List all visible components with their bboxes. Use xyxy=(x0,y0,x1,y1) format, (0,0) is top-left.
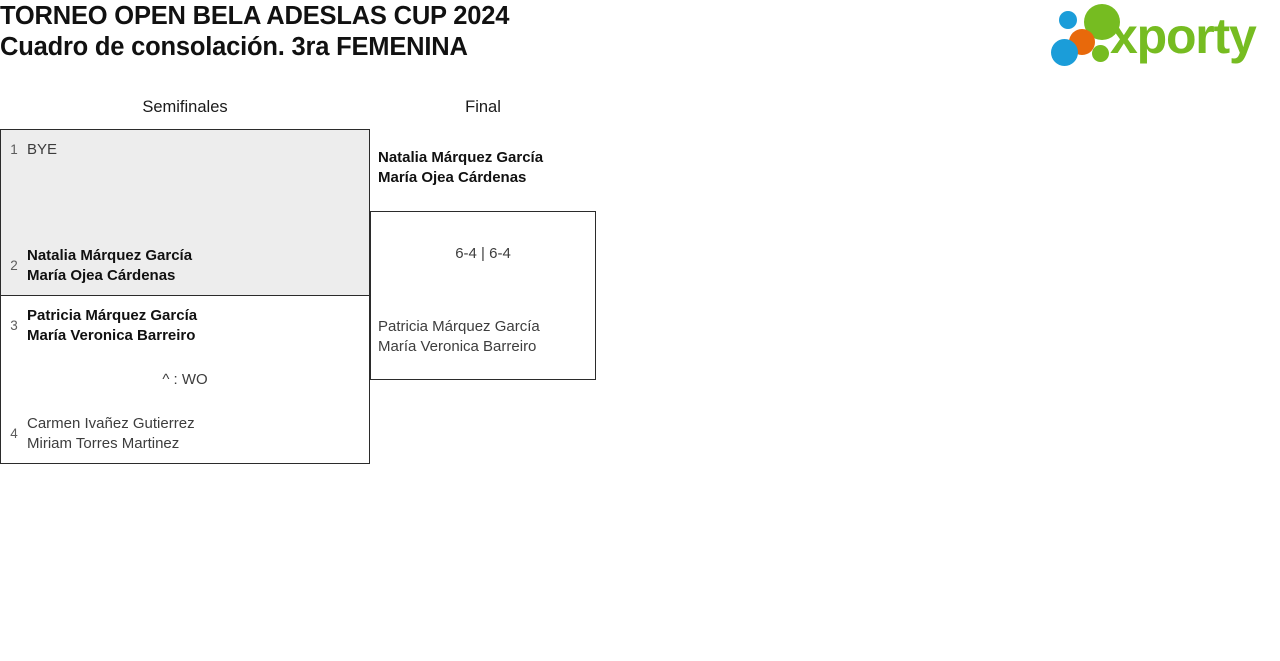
match-slot-top[interactable]: 1 BYE xyxy=(1,140,369,160)
final-winner-team: Natalia Márquez García María Ojea Cárden… xyxy=(370,148,596,187)
seed-number: 2 xyxy=(10,258,18,273)
team-player-2: María Veronica Barreiro xyxy=(378,337,537,355)
xporty-logo[interactable]: xporty xyxy=(1048,3,1278,69)
team-player-1: Natalia Márquez García xyxy=(27,247,193,264)
logo-dot-green-small-icon xyxy=(1092,45,1109,62)
team-player-1: Patricia Márquez García xyxy=(27,307,198,324)
logo-dot-blue-small-icon xyxy=(1059,11,1077,29)
seed-number: 3 xyxy=(10,318,18,333)
match-score: ^ : WO xyxy=(162,371,208,388)
team-name: Natalia Márquez García María Ojea Cárden… xyxy=(27,246,369,285)
team-name: Natalia Márquez García María Ojea Cárden… xyxy=(378,148,596,187)
match-semifinal-1[interactable]: 1 BYE 2 Natalia Márquez García María Oje… xyxy=(0,129,370,296)
match-slot-top[interactable]: 3 Patricia Márquez García María Veronica… xyxy=(1,306,369,345)
round-header-semifinales: Semifinales xyxy=(142,98,228,116)
team-player-2: Miriam Torres Martinez xyxy=(27,434,180,452)
team-player-2: María Ojea Cárdenas xyxy=(27,266,176,284)
final-runnerup-team: Patricia Márquez García María Veronica B… xyxy=(370,317,596,356)
seed-number: 1 xyxy=(10,142,18,158)
final-match-score: 6-4 | 6-4 xyxy=(455,245,511,262)
tournament-name: TORNEO OPEN BELA ADESLAS CUP 2024 xyxy=(0,2,510,30)
team-player-1: BYE xyxy=(27,141,58,158)
round-header-final: Final xyxy=(465,98,501,116)
team-name: Patricia Márquez García María Veronica B… xyxy=(378,317,596,356)
team-name: Carmen Ivañez Gutierrez Miriam Torres Ma… xyxy=(27,414,369,453)
match-final[interactable] xyxy=(370,211,596,380)
team-player-1: Patricia Márquez García xyxy=(378,318,540,335)
team-player-1: Carmen Ivañez Gutierrez xyxy=(27,415,195,432)
team-player-1: Natalia Márquez García xyxy=(378,149,544,166)
seed-number: 4 xyxy=(10,426,18,441)
match-slot-bottom[interactable]: 4 Carmen Ivañez Gutierrez Miriam Torres … xyxy=(1,414,369,453)
team-name: Patricia Márquez García María Veronica B… xyxy=(27,306,369,345)
match-slot-bottom[interactable]: 2 Natalia Márquez García María Ojea Cárd… xyxy=(1,246,369,285)
logo-dots-icon xyxy=(1048,3,1120,66)
logo-dot-blue-large-icon xyxy=(1051,39,1078,66)
logo-wordmark: xporty xyxy=(1110,8,1257,64)
team-player-2: María Ojea Cárdenas xyxy=(378,168,527,186)
page-title: TORNEO OPEN BELA ADESLAS CUP 2024 Cuadro… xyxy=(0,1,900,63)
team-player-2: María Veronica Barreiro xyxy=(27,326,196,344)
page-header: TORNEO OPEN BELA ADESLAS CUP 2024 Cuadro… xyxy=(0,0,1280,76)
team-name: BYE xyxy=(27,140,369,160)
tournament-subtitle: Cuadro de consolación. 3ra FEMENINA xyxy=(0,33,468,61)
match-semifinal-2[interactable]: 3 Patricia Márquez García María Veronica… xyxy=(0,295,370,464)
